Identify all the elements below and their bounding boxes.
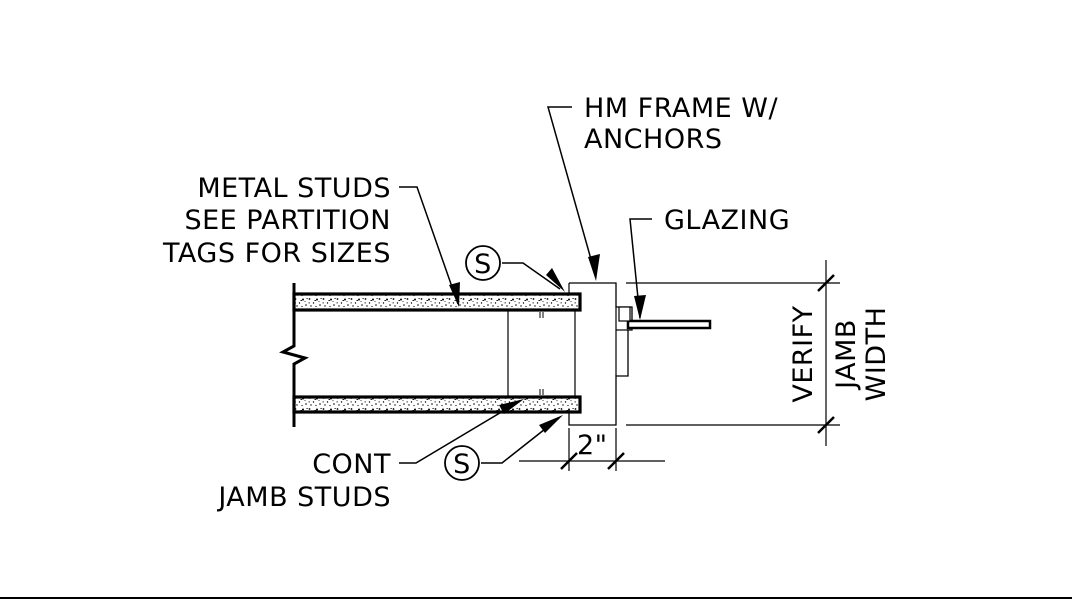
dimension-tick-right [607,452,625,470]
leader-tag-bottom [481,417,560,464]
tag-top-text: S [474,249,492,280]
dimension-tick-top [817,274,835,292]
break-line [279,283,309,427]
glazing-stop [618,306,631,322]
leader-tag-bottom-arrow [539,415,563,433]
two-inch-dimension: 2" [519,428,665,471]
dimension-tick-bottom [817,416,835,434]
jamb-width-dimension [626,260,840,446]
label-glazing: GLAZING [664,205,790,236]
leader-cont-jamb-studs-arrow [499,399,524,414]
leader-cont-jamb-studs [399,400,521,464]
tag-bottom-circle [444,445,480,481]
tag-top-circle [465,245,501,281]
leader-tag-top-arrow [546,268,565,292]
tag-top-group: S [465,245,501,281]
leader-hm-frame-arrow [588,254,600,281]
label-cont-line2: JAMB STUDS [216,482,391,513]
label-hm-frame-line1: HM FRAME W/ [584,93,778,124]
label-cont-line1: CONT [312,449,391,480]
gypsum-board-top [292,292,582,312]
label-metal-studs-line3: TAGS FOR SIZES [162,238,391,269]
label-metal-studs-line1: METAL STUDS [197,173,391,204]
tag-bottom-text: S [453,449,471,480]
glazing-pane [626,319,712,330]
tag-bottom-group: S [444,445,480,481]
leader-glazing-arrow [634,295,646,320]
glazing-assembly [618,306,712,330]
leader-metal-studs [399,186,459,305]
label-metal-studs-line2: SEE PARTITION [184,205,391,236]
leader-hm-frame [547,106,597,278]
label-hm-frame-line2: ANCHORS [584,124,722,155]
dimension-2in-text: 2" [577,430,608,461]
label-verify: VERIFY [788,305,819,402]
leader-glazing [629,218,652,319]
hm-frame [568,282,633,426]
labels: HM FRAME W/ ANCHORS METAL STUDS SEE PART… [162,93,892,513]
leader-tag-top [502,262,561,290]
label-width: WIDTH [861,307,892,402]
partition-wall [279,283,582,427]
label-jamb: JAMB [831,319,862,391]
leaders [399,106,652,464]
dimension-tick-left [560,452,578,470]
gypsum-board-bottom [292,395,582,414]
leader-metal-studs-arrow [449,282,460,307]
